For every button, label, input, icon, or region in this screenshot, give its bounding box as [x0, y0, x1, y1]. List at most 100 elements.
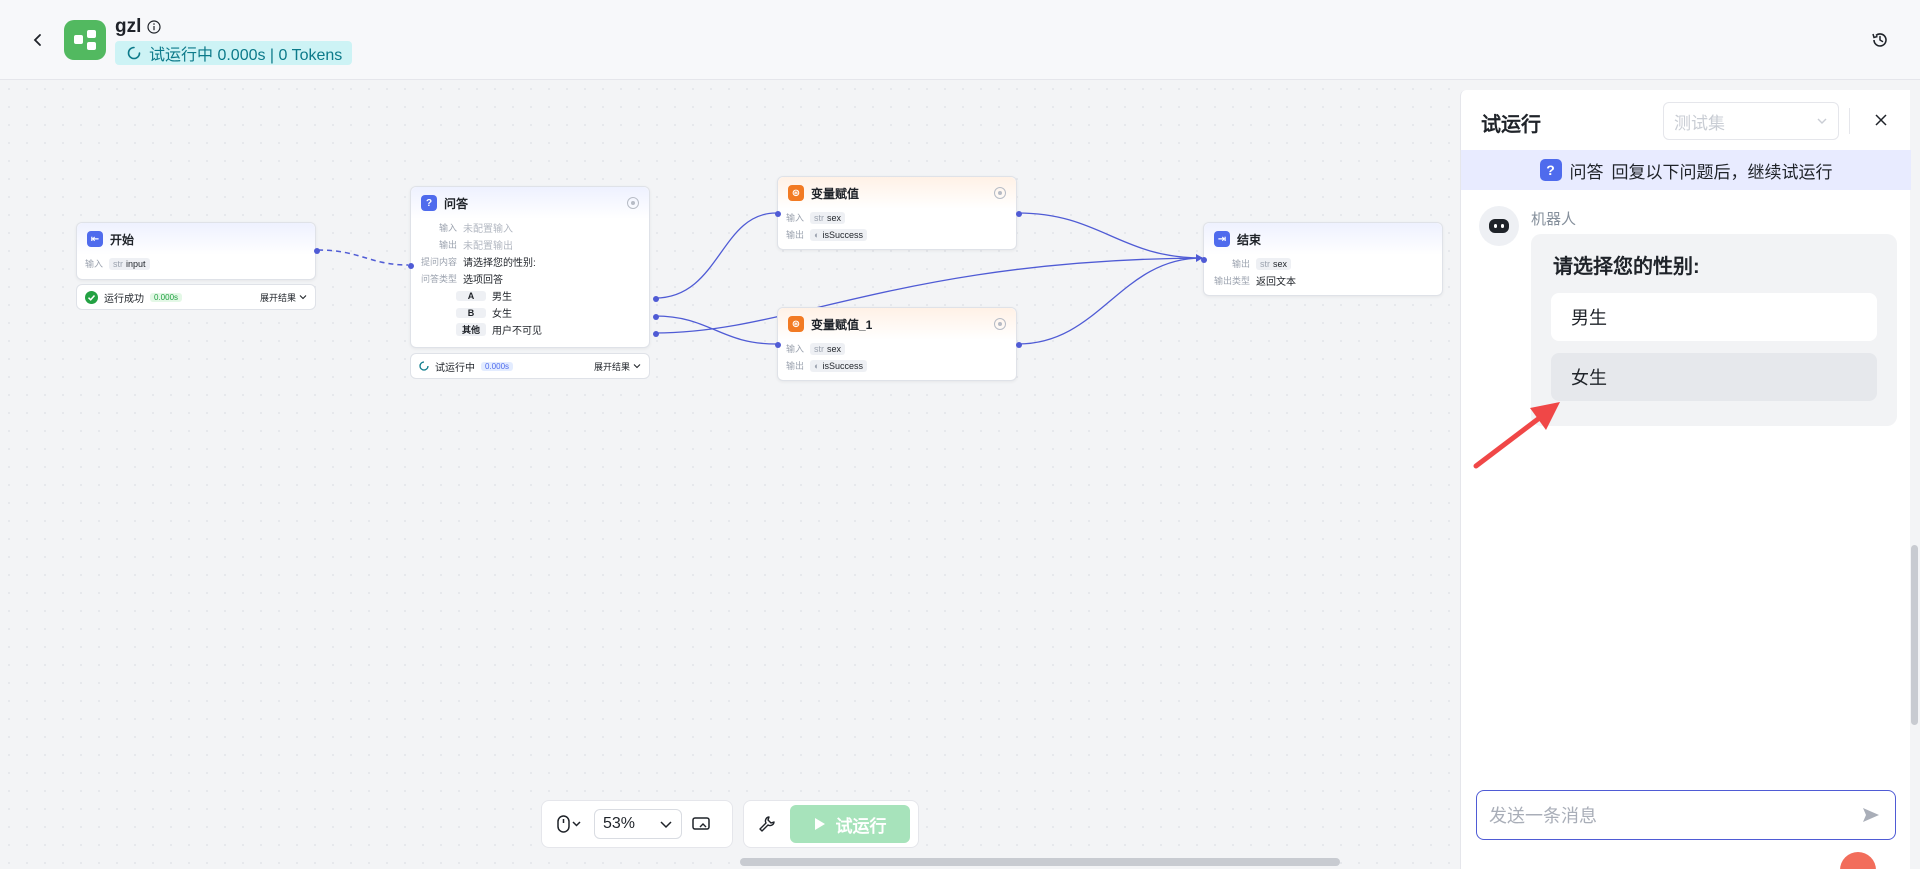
answer-option-female[interactable]: 女生 [1551, 353, 1877, 401]
bot-question: 请选择您的性别: [1553, 256, 1700, 278]
qa-output-row: 输出未配置输出 [411, 236, 649, 253]
qa-question-label: 提问内容 [420, 257, 457, 267]
app-name: gzl [115, 16, 161, 38]
debug-settings-button[interactable] [756, 813, 778, 835]
assistant-mascot-icon[interactable] [1840, 852, 1876, 869]
qa-input-label: 输入 [438, 223, 457, 233]
send-button[interactable] [1859, 803, 1883, 827]
assign-1-output-port[interactable] [1016, 211, 1022, 217]
assign-node-1-title: 变量赋值 [811, 186, 860, 201]
chevron-down-icon [633, 364, 641, 369]
robot-icon [1489, 219, 1509, 233]
toggle-icon: ◐ [814, 229, 820, 240]
play-icon [814, 818, 825, 830]
assign-node-2-title: 变量赋值_1 [811, 317, 873, 332]
chevron-down-icon [299, 295, 307, 300]
test-run-panel: 试运行 测试集 ? 问答 回复以下问题后，继续试运行 机器人 请选择您的性别: … [1460, 90, 1911, 869]
start-status-bar: 运行成功 0.000s 展开结果 [76, 284, 316, 310]
qa-input-value: 未配置输入 [463, 224, 513, 235]
assign-node-2-header: ⊛ 变量赋值_1 [778, 308, 1016, 340]
qa-input-port[interactable] [408, 263, 414, 269]
panel-title: 试运行 [1481, 114, 1541, 136]
qa-input-row: 输入未配置输入 [411, 219, 649, 236]
zoom-select[interactable]: 53% [594, 809, 682, 839]
assign-1-input-type: str [814, 212, 825, 223]
end-output-kind-value: 返回文本 [1256, 277, 1296, 288]
qa-option-b-port[interactable] [653, 314, 659, 320]
end-node-header: ⇥ 结束 [1204, 223, 1442, 255]
end-output-name: sex [1273, 258, 1288, 269]
qa-option-other-port[interactable] [653, 331, 659, 337]
back-button[interactable] [26, 28, 50, 52]
close-panel-button[interactable] [1869, 108, 1893, 132]
qa-option-key: A [456, 290, 486, 301]
minimap-button[interactable] [690, 813, 712, 835]
assign-node-1-header: ⊛ 变量赋值 [778, 177, 1016, 209]
assign-1-input-port[interactable] [775, 211, 781, 217]
answer-option-male[interactable]: 男生 [1551, 293, 1877, 341]
start-node-header: ⇤ 开始 [77, 223, 315, 255]
notice-text: 回复以下问题后，继续试运行 [1611, 162, 1833, 182]
run-toolbar: 试运行 [743, 800, 919, 848]
canvas-toolbar: 53% [541, 800, 733, 848]
chevron-down-icon [1817, 118, 1827, 124]
start-input-label: 输入 [85, 259, 104, 269]
qa-node-title: 问答 [444, 196, 469, 211]
test-run-button[interactable]: 试运行 [790, 805, 910, 843]
qa-expand-button[interactable]: 展开结果 [594, 360, 641, 373]
assign-1-output-tag: ◐isSuccess [810, 228, 867, 241]
chevron-left-icon [33, 34, 41, 46]
close-icon [1875, 114, 1887, 126]
assign-2-input-port[interactable] [775, 342, 781, 348]
qa-option-text: 女生 [492, 309, 512, 320]
more-icon[interactable] [627, 197, 639, 209]
assign-1-output-label: 输出 [786, 230, 805, 240]
question-icon: ? [1539, 159, 1562, 181]
pointer-mode-button[interactable] [552, 813, 586, 835]
history-button[interactable] [1868, 28, 1892, 52]
more-icon[interactable] [994, 318, 1006, 330]
edge-qa-b-assign2 [654, 315, 777, 345]
horizontal-scrollbar[interactable] [740, 858, 1340, 866]
vertical-scrollbar[interactable] [1911, 545, 1918, 725]
start-status-text: 运行成功 [104, 293, 144, 305]
info-icon[interactable] [147, 20, 161, 34]
zoom-value: 53% [603, 815, 636, 832]
start-node-title: 开始 [110, 232, 135, 247]
assign-2-output-port[interactable] [1016, 342, 1022, 348]
assign-2-input-type: str [814, 343, 825, 354]
start-output-port[interactable] [314, 248, 320, 254]
edge-start-qa [317, 249, 409, 266]
qa-question-row: 提问内容请选择您的性别: [411, 253, 649, 270]
more-icon[interactable] [994, 187, 1006, 199]
qa-option-a-port[interactable] [653, 296, 659, 302]
start-expand-button[interactable]: 展开结果 [260, 291, 307, 304]
run-status-badge: 试运行中 0.000s | 0 Tokens [115, 41, 353, 65]
success-check-icon [85, 290, 98, 304]
qa-option-text: 用户不可见 [492, 326, 542, 337]
qa-option-key: 其他 [456, 323, 486, 336]
start-icon: ⇤ [87, 231, 103, 247]
end-output-kind-row: 输出类型返回文本 [1204, 272, 1442, 289]
end-input-port[interactable] [1201, 257, 1207, 263]
message-input[interactable]: 发送一条消息 [1476, 790, 1896, 840]
assign-2-input-name: sex [827, 343, 842, 354]
header: gzl 试运行中 0.000s | 0 Tokens [0, 0, 1920, 80]
qa-node[interactable]: ? 问答 输入未配置输入 输出未配置输出 提问内容请选择您的性别: 问答类型选项… [408, 186, 659, 348]
wrench-icon [759, 816, 775, 832]
chevron-down-icon [660, 821, 672, 829]
dataset-select[interactable]: 测试集 [1663, 102, 1839, 140]
edge-qa-other-end [654, 257, 1203, 334]
app-name-text: gzl [115, 16, 142, 37]
end-node-title: 结束 [1237, 232, 1262, 247]
